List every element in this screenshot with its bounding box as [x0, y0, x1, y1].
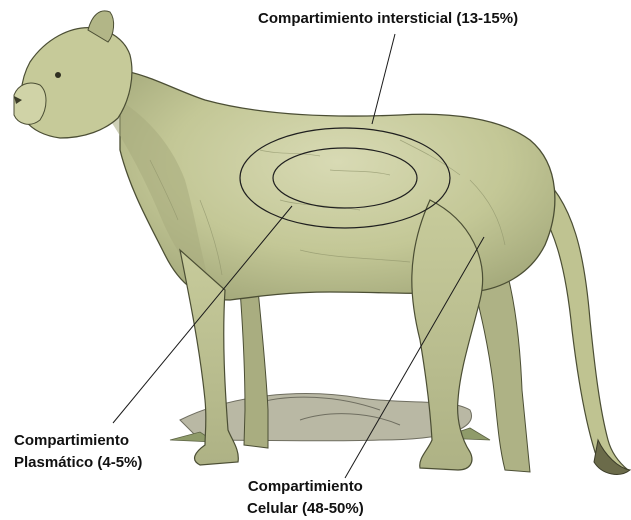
cellular-label-line1: Compartimiento: [247, 476, 364, 498]
eye: [55, 72, 61, 78]
front-leg-far: [240, 290, 268, 448]
plasma-label: Compartimiento Plasmático (4-5%): [14, 430, 142, 474]
plasma-label-line2: Plasmático (4-5%): [14, 452, 142, 474]
interstitial-label: Compartimiento intersticial (13-15%): [258, 8, 518, 30]
plasma-label-line1: Compartimiento: [14, 430, 142, 452]
interstitial-leader-line: [372, 34, 395, 124]
cellular-label-line2: Celular (48-50%): [247, 498, 364, 520]
muzzle: [14, 83, 46, 124]
cellular-label: Compartimiento Celular (48-50%): [247, 476, 364, 520]
